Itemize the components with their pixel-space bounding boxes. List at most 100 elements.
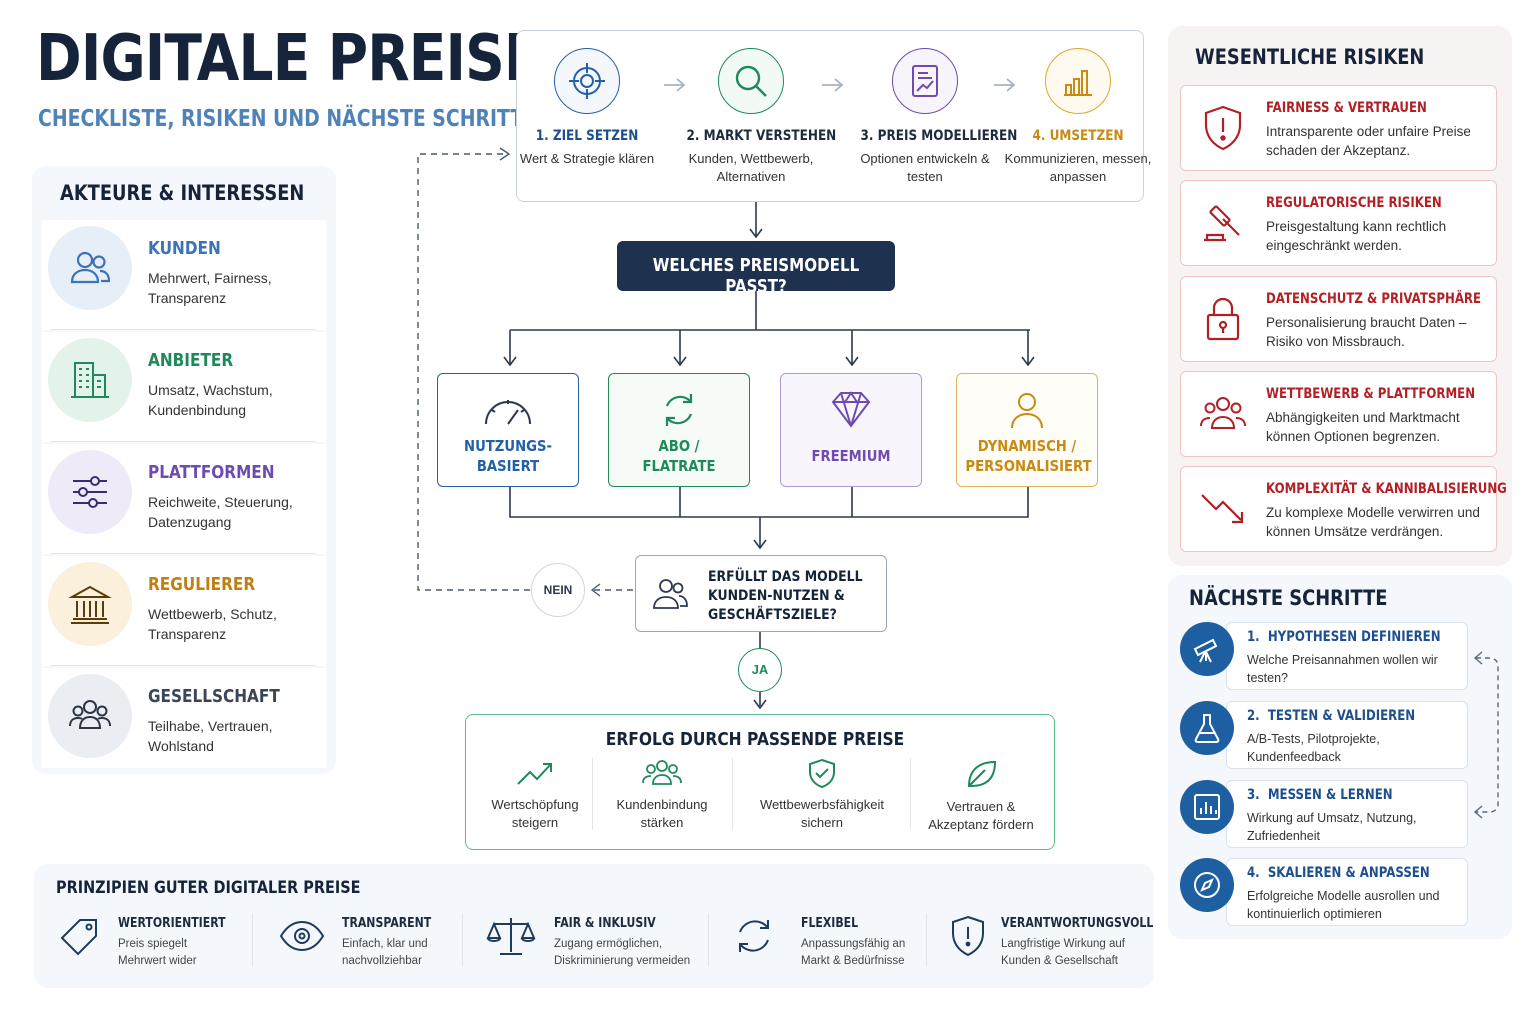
- actor-gesellschaft: GESELLSCHAFT Teilhabe, Vertrauen, Wohlst…: [42, 668, 326, 768]
- step-title: 2. MARKT VERSTEHEN: [686, 128, 837, 144]
- next-step-4: 4. SKALIEREN & ANPASSEN Erfolgreiche Mode…: [1180, 858, 1470, 926]
- gauge-icon: [485, 400, 531, 425]
- next-steps-heading: NÄCHSTE SCHRITTE: [1189, 586, 1388, 610]
- success-label: Wertschöpfung steigern: [491, 797, 579, 830]
- next-step-title: 1. HYPOTHESEN DEFINIEREN: [1247, 629, 1441, 645]
- step-title: 4. UMSETZEN: [1032, 128, 1124, 144]
- eye-icon: [279, 920, 325, 952]
- principle-verantwortungsvoll: VERANTWORTUNGSVOLL Langfristige Wirkung …: [948, 910, 1153, 970]
- principle-fair-inklusiv: FAIR & INKLUSIV Zugang ermöglichen, Disk…: [486, 910, 706, 970]
- bar-chart-icon: [1045, 48, 1111, 114]
- magnifier-icon: [718, 48, 784, 114]
- risk-title: KOMPLEXITÄT & KANNIBALISIERUNG: [1266, 481, 1507, 497]
- principle-desc: Langfristige Wirkung auf Kunden & Gesell…: [1001, 938, 1126, 967]
- risk-desc: Intransparente oder unfaire Preise schad…: [1266, 124, 1471, 158]
- actor-kunden: KUNDEN Mehrwert, Fairness, Transparenz: [42, 220, 326, 330]
- model-abo-flatrate: ABO /FLATRATE: [608, 373, 750, 487]
- actor-desc: Reichweite, Steuerung, Datenzugang: [148, 494, 293, 530]
- success-label: Vertrauen & Akzeptanz fördern: [928, 799, 1034, 832]
- next-step-3: 3. MESSEN & LERNEN Wirkung auf Umsatz, Nu…: [1180, 780, 1470, 848]
- shield-check-icon: [809, 758, 835, 788]
- target-icon: [554, 48, 620, 114]
- model-dynamisch: DYNAMISCH /PERSONALISIERT: [956, 373, 1098, 487]
- next-step-title: 4. SKALIEREN & ANPASSEN: [1247, 865, 1430, 881]
- next-step-desc: Erfolgreiche Modelle ausrollen und konti…: [1247, 889, 1440, 921]
- principle-flexibel: FLEXIBEL Anpassungsfähig an Markt & Bedü…: [730, 910, 920, 970]
- actor-desc: Mehrwert, Fairness, Transparenz: [148, 270, 272, 306]
- question-text: WELCHES PREISMODELL PASST?: [652, 255, 860, 297]
- price-tag-icon: [60, 919, 97, 956]
- arrow-right-icon: [664, 78, 686, 92]
- risk-fairness: FAIRNESS & VERTRAUEN Intransparente oder…: [1180, 85, 1497, 171]
- risk-regulatorisch: REGULATORISCHE RISIKEN Preisgestaltung k…: [1180, 180, 1497, 266]
- step-desc: Wert & Strategie klären: [519, 151, 655, 166]
- next-step-1: 1. HYPOTHESEN DEFINIEREN Welche Preisanna…: [1180, 622, 1470, 690]
- institution-icon: [48, 562, 132, 646]
- group-icon: [48, 674, 132, 758]
- trend-up-icon: [517, 763, 552, 785]
- success-item: Vertrauen & Akzeptanz fördern: [916, 758, 1046, 834]
- next-step-2: 2. TESTEN & VALIDIEREN A/B-Tests, Pilotpr…: [1180, 701, 1470, 769]
- model-label: NUTZUNGS-BASIERT: [464, 437, 552, 475]
- success-item: Kundenbindung stärken: [597, 758, 727, 832]
- group-icon: [642, 760, 682, 785]
- principle-desc: Einfach, klar und nachvollziehbar: [342, 938, 428, 967]
- lock-icon: [1197, 293, 1249, 345]
- principle-title: FLEXIBEL: [801, 916, 859, 931]
- step-markt-verstehen: 2. MARKT VERSTEHEN Kunden, Wettbewerb, A…: [676, 48, 837, 186]
- actor-name: REGULIERER: [148, 574, 256, 595]
- actor-regulierer: REGULIERER Wettbewerb, Schutz, Transpare…: [42, 556, 326, 666]
- users-icon: [48, 226, 132, 310]
- person-icon: [1011, 393, 1043, 429]
- actors-heading: AKTEURE & INTERESSEN: [60, 181, 305, 205]
- principle-title: TRANSPARENT: [342, 916, 432, 931]
- model-nutzungsbasiert: NUTZUNGS-BASIERT: [437, 373, 579, 487]
- actor-desc: Umsatz, Wachstum, Kundenbindung: [148, 382, 273, 418]
- page-title: DIGITALE PREISE: [36, 22, 542, 96]
- success-label: Wettbewerbsfähigkeit sichern: [759, 797, 885, 830]
- leaf-icon: [967, 760, 997, 787]
- actor-anbieter: ANBIETER Umsatz, Wachstum, Kundenbindung: [42, 332, 326, 442]
- step-title: 1. ZIEL SETZEN: [535, 128, 639, 144]
- principle-wertorientiert: WERTORIENTIERT Preis spiegelt Mehrwert w…: [56, 910, 246, 970]
- diamond-icon: [831, 391, 871, 428]
- trend-down-icon: [1197, 483, 1249, 535]
- risk-title: FAIRNESS & VERTRAUEN: [1266, 100, 1427, 116]
- next-step-desc: Welche Preisannahmen wollen wir testen?: [1247, 653, 1438, 685]
- actor-name: GESELLSCHAFT: [148, 686, 280, 707]
- shield-alert-icon: [1197, 102, 1249, 154]
- step-umsetzen: 4. UMSETZEN Kommunizieren, messen, anpas…: [1003, 48, 1153, 186]
- next-step-desc: Wirkung auf Umsatz, Nutzung, Zufriedenhe…: [1247, 811, 1417, 843]
- step-desc: Kommunizieren, messen, anpassen: [1004, 151, 1152, 184]
- arrow-right-icon: [822, 78, 844, 92]
- risk-desc: Zu komplexe Modelle verwirren und können…: [1266, 505, 1480, 539]
- actor-plattformen: PLATTFORMEN Reichweite, Steuerung, Daten…: [42, 444, 326, 554]
- step-desc: Optionen entwickeln & testen: [860, 151, 990, 184]
- actor-desc: Teilhabe, Vertrauen, Wohlstand: [148, 718, 273, 754]
- success-item: Wertschöpfung steigern: [470, 758, 600, 832]
- arrow-right-icon: [994, 78, 1016, 92]
- check-text: ERFÜLLT DAS MODELL KUNDEN-NUTZEN & GESCH…: [708, 569, 863, 623]
- users-icon: [653, 579, 688, 609]
- principle-desc: Preis spiegelt Mehrwert wider: [118, 938, 197, 967]
- principle-title: FAIR & INKLUSIV: [554, 916, 656, 931]
- next-step-desc: A/B-Tests, Pilotprojekte, Kundenfeedback: [1247, 732, 1380, 764]
- step-title: 3. PREIS MODELLIEREN: [860, 128, 1018, 144]
- step-preis-modellieren: 3. PREIS MODELLIEREN Optionen entwickeln…: [850, 48, 1018, 186]
- principles-heading: PRINZIPIEN GUTER DIGITALER PREISE: [56, 878, 361, 898]
- risk-desc: Abhängigkeiten und Marktmacht können Opt…: [1266, 410, 1460, 444]
- principle-desc: Anpassungsfähig an Markt & Bedürfnisse: [801, 938, 906, 967]
- next-step-title: 3. MESSEN & LERNEN: [1247, 787, 1393, 803]
- actor-name: PLATTFORMEN: [148, 462, 275, 483]
- sliders-icon: [48, 450, 132, 534]
- next-step-title: 2. TESTEN & VALIDIEREN: [1247, 708, 1416, 724]
- principle-title: WERTORIENTIERT: [118, 916, 226, 931]
- success-box: [465, 714, 1055, 850]
- actor-name: ANBIETER: [148, 350, 234, 371]
- compass-icon: [1180, 858, 1234, 912]
- risk-komplexitaet: KOMPLEXITÄT & KANNIBALISIERUNG Zu komple…: [1180, 466, 1507, 552]
- risk-desc: Personalisierung braucht Daten – Risiko …: [1266, 315, 1467, 349]
- step-ziel-setzen: 1. ZIEL SETZEN Wert & Strategie klären: [512, 48, 662, 168]
- risk-wettbewerb: WETTBEWERB & PLATTFORMEN Abhängigkeiten …: [1180, 371, 1497, 457]
- model-label: FREEMIUM: [811, 447, 891, 465]
